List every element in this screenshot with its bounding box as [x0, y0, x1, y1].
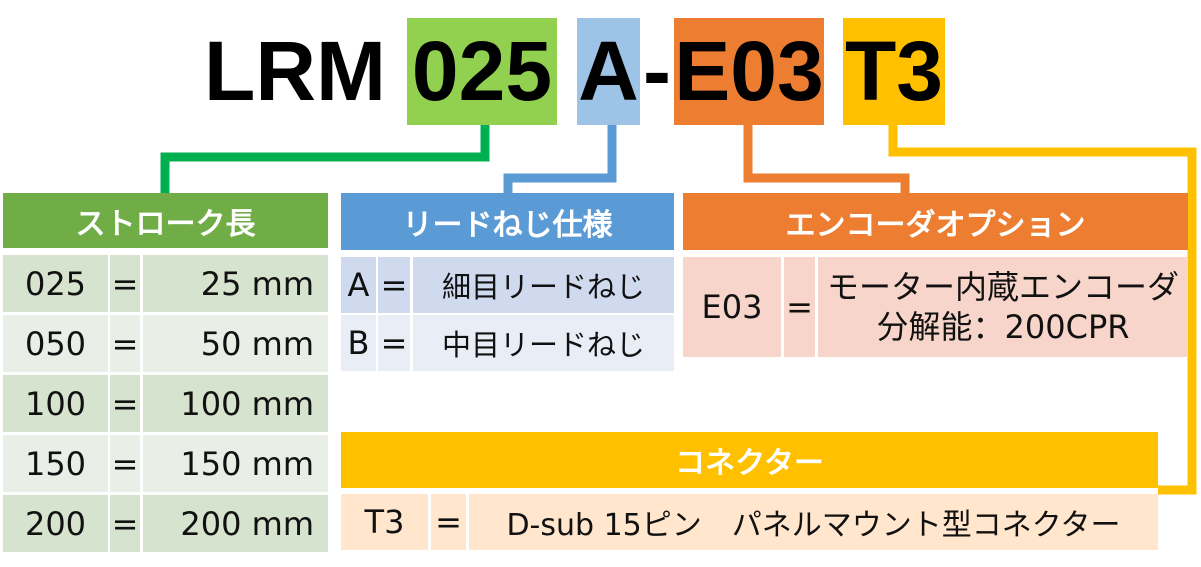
model-lead-code: A: [577, 18, 640, 125]
stroke-code-cell: 025: [3, 255, 108, 312]
connector-eq-cell: =: [431, 494, 466, 550]
lead-code-cell: B: [341, 315, 376, 371]
lead-connector-line: [503, 125, 617, 193]
model-connector-code: T3: [843, 18, 945, 125]
connector-value-cell: D-sub 15ピン パネルマウント型コネクター: [469, 494, 1158, 550]
model-encoder-code: E03: [674, 18, 824, 125]
encoder-connector-line: [743, 125, 910, 193]
connector-code-cell: T3: [341, 494, 428, 550]
encoder-value-cell: モーター内蔵エンコーダ 分解能：200CPR: [818, 257, 1188, 357]
stroke-code-cell: 150: [3, 435, 108, 492]
model-stroke-code: 025: [407, 18, 557, 125]
stroke-eq-cell: =: [110, 495, 140, 552]
lead-value-cell: 細目リードねじ: [413, 257, 674, 313]
lead-value-cell: 中目リードねじ: [413, 315, 674, 371]
encoder-code-cell: E03: [683, 257, 781, 357]
encoder-eq-cell: =: [784, 257, 815, 357]
stroke-value-cell: 150 mm: [143, 435, 328, 492]
lead-table-header: リードねじ仕様: [341, 193, 674, 250]
connector-table-header: コネクター: [341, 432, 1158, 488]
stroke-value-cell: 200 mm: [143, 495, 328, 552]
model-dash: -: [643, 24, 671, 118]
stroke-eq-cell: =: [110, 255, 140, 312]
stroke-code-cell: 100: [3, 375, 108, 432]
stroke-connector-line: [160, 125, 490, 193]
lead-eq-cell: =: [378, 315, 410, 371]
model-prefix: LRM: [204, 24, 386, 118]
encoder-value-line1: モーター内蔵エンコーダ: [826, 268, 1179, 306]
connector-option-line: [888, 125, 1197, 495]
lead-code-cell: A: [341, 257, 376, 313]
stroke-eq-cell: =: [110, 315, 140, 372]
encoder-table-header: エンコーダオプション: [683, 193, 1188, 250]
stroke-eq-cell: =: [110, 375, 140, 432]
stroke-eq-cell: =: [110, 435, 140, 492]
encoder-value-line2: 分解能：200CPR: [876, 308, 1130, 346]
stroke-code-cell: 050: [3, 315, 108, 372]
stroke-value-cell: 100 mm: [143, 375, 328, 432]
stroke-code-cell: 200: [3, 495, 108, 552]
stroke-value-cell: 25 mm: [143, 255, 328, 312]
stroke-table-header: ストローク長: [3, 193, 328, 248]
stroke-value-cell: 50 mm: [143, 315, 328, 372]
lead-eq-cell: =: [378, 257, 410, 313]
